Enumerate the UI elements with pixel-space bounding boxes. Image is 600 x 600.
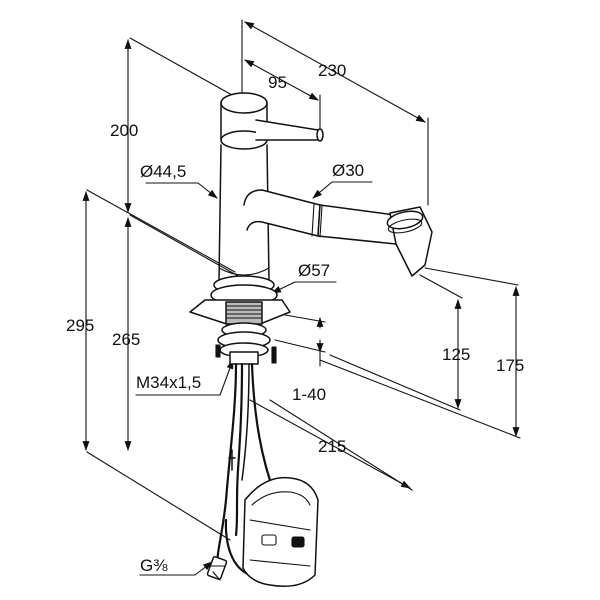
faucet-body [189,92,324,365]
dim-95-label: 95 [268,73,287,92]
dim-230-line [244,21,426,123]
dim-295-label: 295 [66,316,94,335]
dimension-labels: 230 95 200 Ø44,5 Ø30 Ø57 295 265 125 175… [66,61,524,575]
dim-200-label: 200 [110,121,138,140]
dim-215-label: 215 [318,437,346,456]
dim-body-diameter-label: Ø44,5 [140,162,186,181]
extension-lines [86,19,521,541]
dim-215-line [249,399,411,489]
dim-spout-diameter-label: Ø30 [332,161,364,180]
hose-weight [242,476,319,587]
dimension-lines [82,21,520,489]
dim-countertop-label: 1-40 [292,385,326,404]
dim-95-line [244,59,319,101]
dim-base-diameter-label: Ø57 [298,261,330,280]
dim-175-label: 175 [496,356,524,375]
dim-230-label: 230 [318,61,346,80]
leader-lines [135,181,373,576]
dim-265-label: 265 [112,330,140,349]
dim-125-label: 125 [442,345,470,364]
spout [243,189,433,277]
dim-thread-label: M34x1,5 [136,373,201,392]
dim-connection-label: G⅜ [140,556,168,575]
